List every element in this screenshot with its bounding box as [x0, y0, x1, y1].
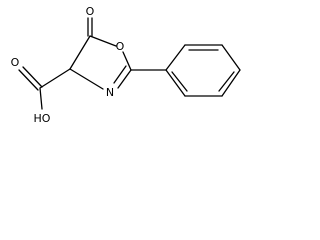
bond-acid-carbon-to-hydroxyl — [39, 87, 43, 110]
ring-nitrogen-label: N — [106, 86, 114, 99]
bond-phenyl-4-5 — [221, 69, 241, 97]
bond-ring-o1-to-c2 — [122, 51, 132, 71]
acid-carbonyl-oxygen-label: O — [11, 56, 20, 69]
bond-phenyl-inner-4-5 — [218, 71, 235, 92]
bond-ring-c2-to-n3-b — [113, 65, 127, 84]
bond-ring-n3-to-c4 — [69, 68, 104, 90]
bond-acid-carbon-to-ring-c4 — [39, 68, 71, 89]
ring-oxygen-label: O — [116, 40, 125, 53]
bond-ring-c4-to-c5 — [69, 35, 91, 70]
bond-phenyl-1-2 — [165, 44, 186, 71]
bond-ring-c5-to-o1 — [89, 35, 117, 47]
bond-acid-carbon-to-carbonyl-oxygen-b — [22, 66, 43, 88]
bond-ring-c2-to-n3-a — [117, 69, 132, 89]
bond-phenyl-6-1 — [165, 69, 186, 97]
bond-phenyl-inner-6-1 — [171, 71, 188, 92]
bond-phenyl-3-4 — [221, 44, 241, 71]
bond-acid-carbon-to-carbonyl-oxygen-a — [18, 69, 39, 91]
chemical-structure: O O N O HO — [11, 5, 241, 125]
ring-carbonyl-oxygen-label: O — [86, 5, 95, 18]
hydroxyl-label: HO — [34, 112, 51, 125]
